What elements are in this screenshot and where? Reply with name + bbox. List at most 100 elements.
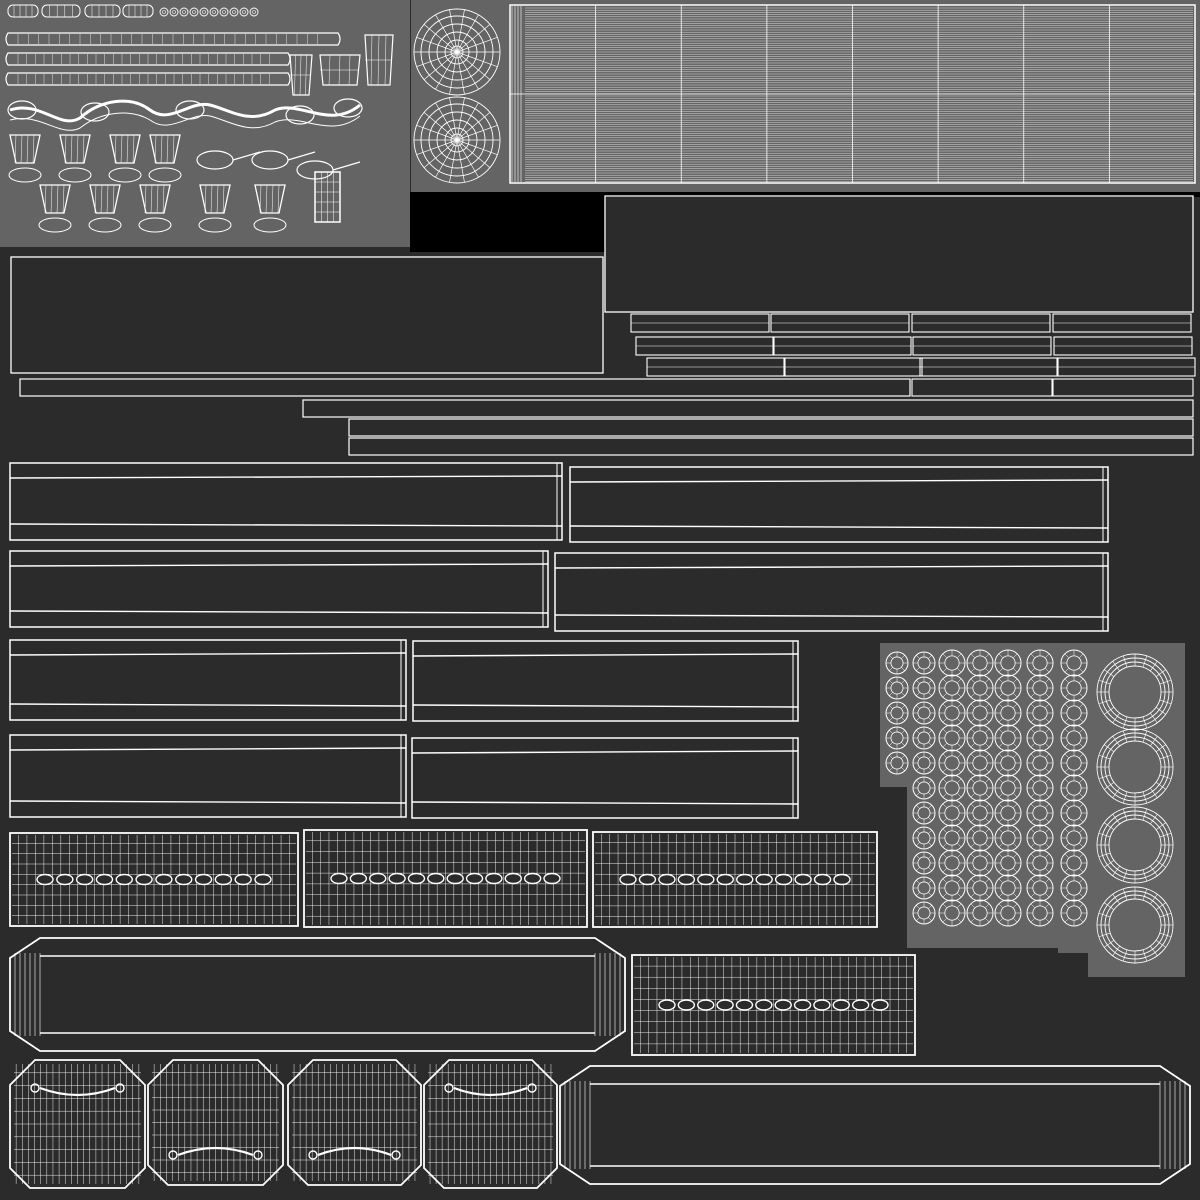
ring-spoke: [956, 742, 962, 748]
ring-spoke: [998, 717, 1004, 723]
perforated-panel: [9, 832, 299, 927]
ring-spoke: [916, 867, 920, 871]
leg-outline: [59, 134, 91, 164]
ring-spoke: [1078, 767, 1084, 773]
bolt-ring: [229, 7, 239, 17]
ring-spoke: [928, 667, 932, 671]
ring-spoke: [928, 842, 932, 846]
board-bottom-edge: [9, 703, 407, 707]
large-ring-spoke: [1142, 716, 1148, 729]
ring-spoke: [942, 742, 948, 748]
ring-spoke: [889, 730, 893, 734]
ring-spoke: [942, 692, 948, 698]
large-ring-spoke: [1122, 730, 1128, 743]
ring-spoke: [1012, 878, 1018, 884]
wheel-spoke: [456, 14, 479, 53]
ring-spoke: [998, 892, 1004, 898]
board-plank: [411, 737, 799, 819]
ring-spoke: [970, 803, 976, 809]
capsule-part: [122, 4, 154, 18]
empty-area: [410, 192, 1200, 197]
tail-part: [251, 150, 316, 170]
ring-spoke: [1012, 842, 1018, 848]
large-ring-spoke: [1112, 661, 1120, 672]
leg-seg: [44, 184, 47, 214]
ring-spoke: [1064, 692, 1070, 698]
ring-part: [938, 724, 966, 752]
leg-part: [88, 184, 122, 233]
ring-spoke: [998, 678, 1004, 684]
ring-spoke: [956, 767, 962, 773]
tail-stem: [287, 151, 316, 161]
long-bar: [348, 418, 1194, 437]
ring-spoke: [889, 767, 893, 771]
ring-spoke: [1030, 753, 1036, 759]
leg-seg: [94, 184, 97, 214]
large-ring-spoke: [1098, 754, 1111, 760]
ring-spoke: [928, 817, 932, 821]
ring-spoke: [970, 703, 976, 709]
ring-spoke: [970, 853, 976, 859]
ring-spoke: [1064, 903, 1070, 909]
ring-spoke: [916, 742, 920, 746]
tail-stem: [332, 161, 361, 171]
wheel-spoke: [423, 51, 458, 80]
ring-spoke: [916, 780, 920, 784]
long-bar-end: [911, 378, 1053, 397]
ring-spoke: [1044, 778, 1050, 784]
large-ring-spoke: [1155, 744, 1166, 752]
ring-part: [1060, 649, 1088, 677]
ring-spoke: [942, 792, 948, 798]
ring-spoke: [916, 842, 920, 846]
tail-part: [196, 150, 261, 170]
ring-spoke: [998, 803, 1004, 809]
ring-part: [912, 726, 936, 750]
large-ring-spoke: [1098, 679, 1111, 685]
panel-hole: [832, 999, 850, 1011]
board-outline: [554, 552, 1109, 632]
leg-seg: [156, 184, 159, 214]
leg-outline: [109, 134, 141, 164]
ring-spoke: [1012, 703, 1018, 709]
ring-spoke: [1012, 678, 1018, 684]
bolt-core: [172, 10, 176, 14]
ring-spoke: [1012, 792, 1018, 798]
ring-part: [885, 676, 909, 700]
wheel-spoke: [423, 112, 458, 141]
panel-hole: [638, 873, 657, 886]
ring-spoke: [1078, 692, 1084, 698]
large-ring-spoke: [1150, 712, 1158, 723]
ring-spoke: [956, 653, 962, 659]
wheel-hub: [413, 96, 501, 184]
panel-hole: [813, 999, 831, 1011]
long-bar: [348, 437, 1194, 456]
board-outline: [9, 734, 407, 818]
ring-spoke: [942, 703, 948, 709]
large-ring-spoke: [1155, 860, 1166, 868]
board-top-edge: [9, 563, 549, 567]
ring-spoke: [942, 717, 948, 723]
bolt-core: [222, 10, 226, 14]
ring-spoke: [1030, 817, 1036, 823]
large-ring-spoke: [1142, 808, 1148, 821]
ring-spoke: [1078, 828, 1084, 834]
large-ring-spoke: [1112, 736, 1120, 747]
ring-spoke: [1012, 767, 1018, 773]
ring-spoke: [916, 667, 920, 671]
ring-part: [1060, 874, 1088, 902]
panel-hole: [871, 999, 889, 1011]
ring-spoke: [984, 817, 990, 823]
bolt-ring: [189, 7, 199, 17]
long-strip-grid: [509, 4, 1196, 184]
ring-spoke: [1012, 753, 1018, 759]
leg-foot: [138, 217, 172, 233]
ring-spoke: [928, 692, 932, 696]
leg-seg: [271, 184, 274, 214]
ring-spoke: [901, 730, 905, 734]
large-ring-spoke: [1104, 860, 1115, 868]
bolt-ring: [209, 7, 219, 17]
leg-foot: [148, 167, 182, 183]
ring-spoke: [1044, 703, 1050, 709]
ring-spoke: [942, 653, 948, 659]
wheel-spoke: [456, 97, 465, 141]
